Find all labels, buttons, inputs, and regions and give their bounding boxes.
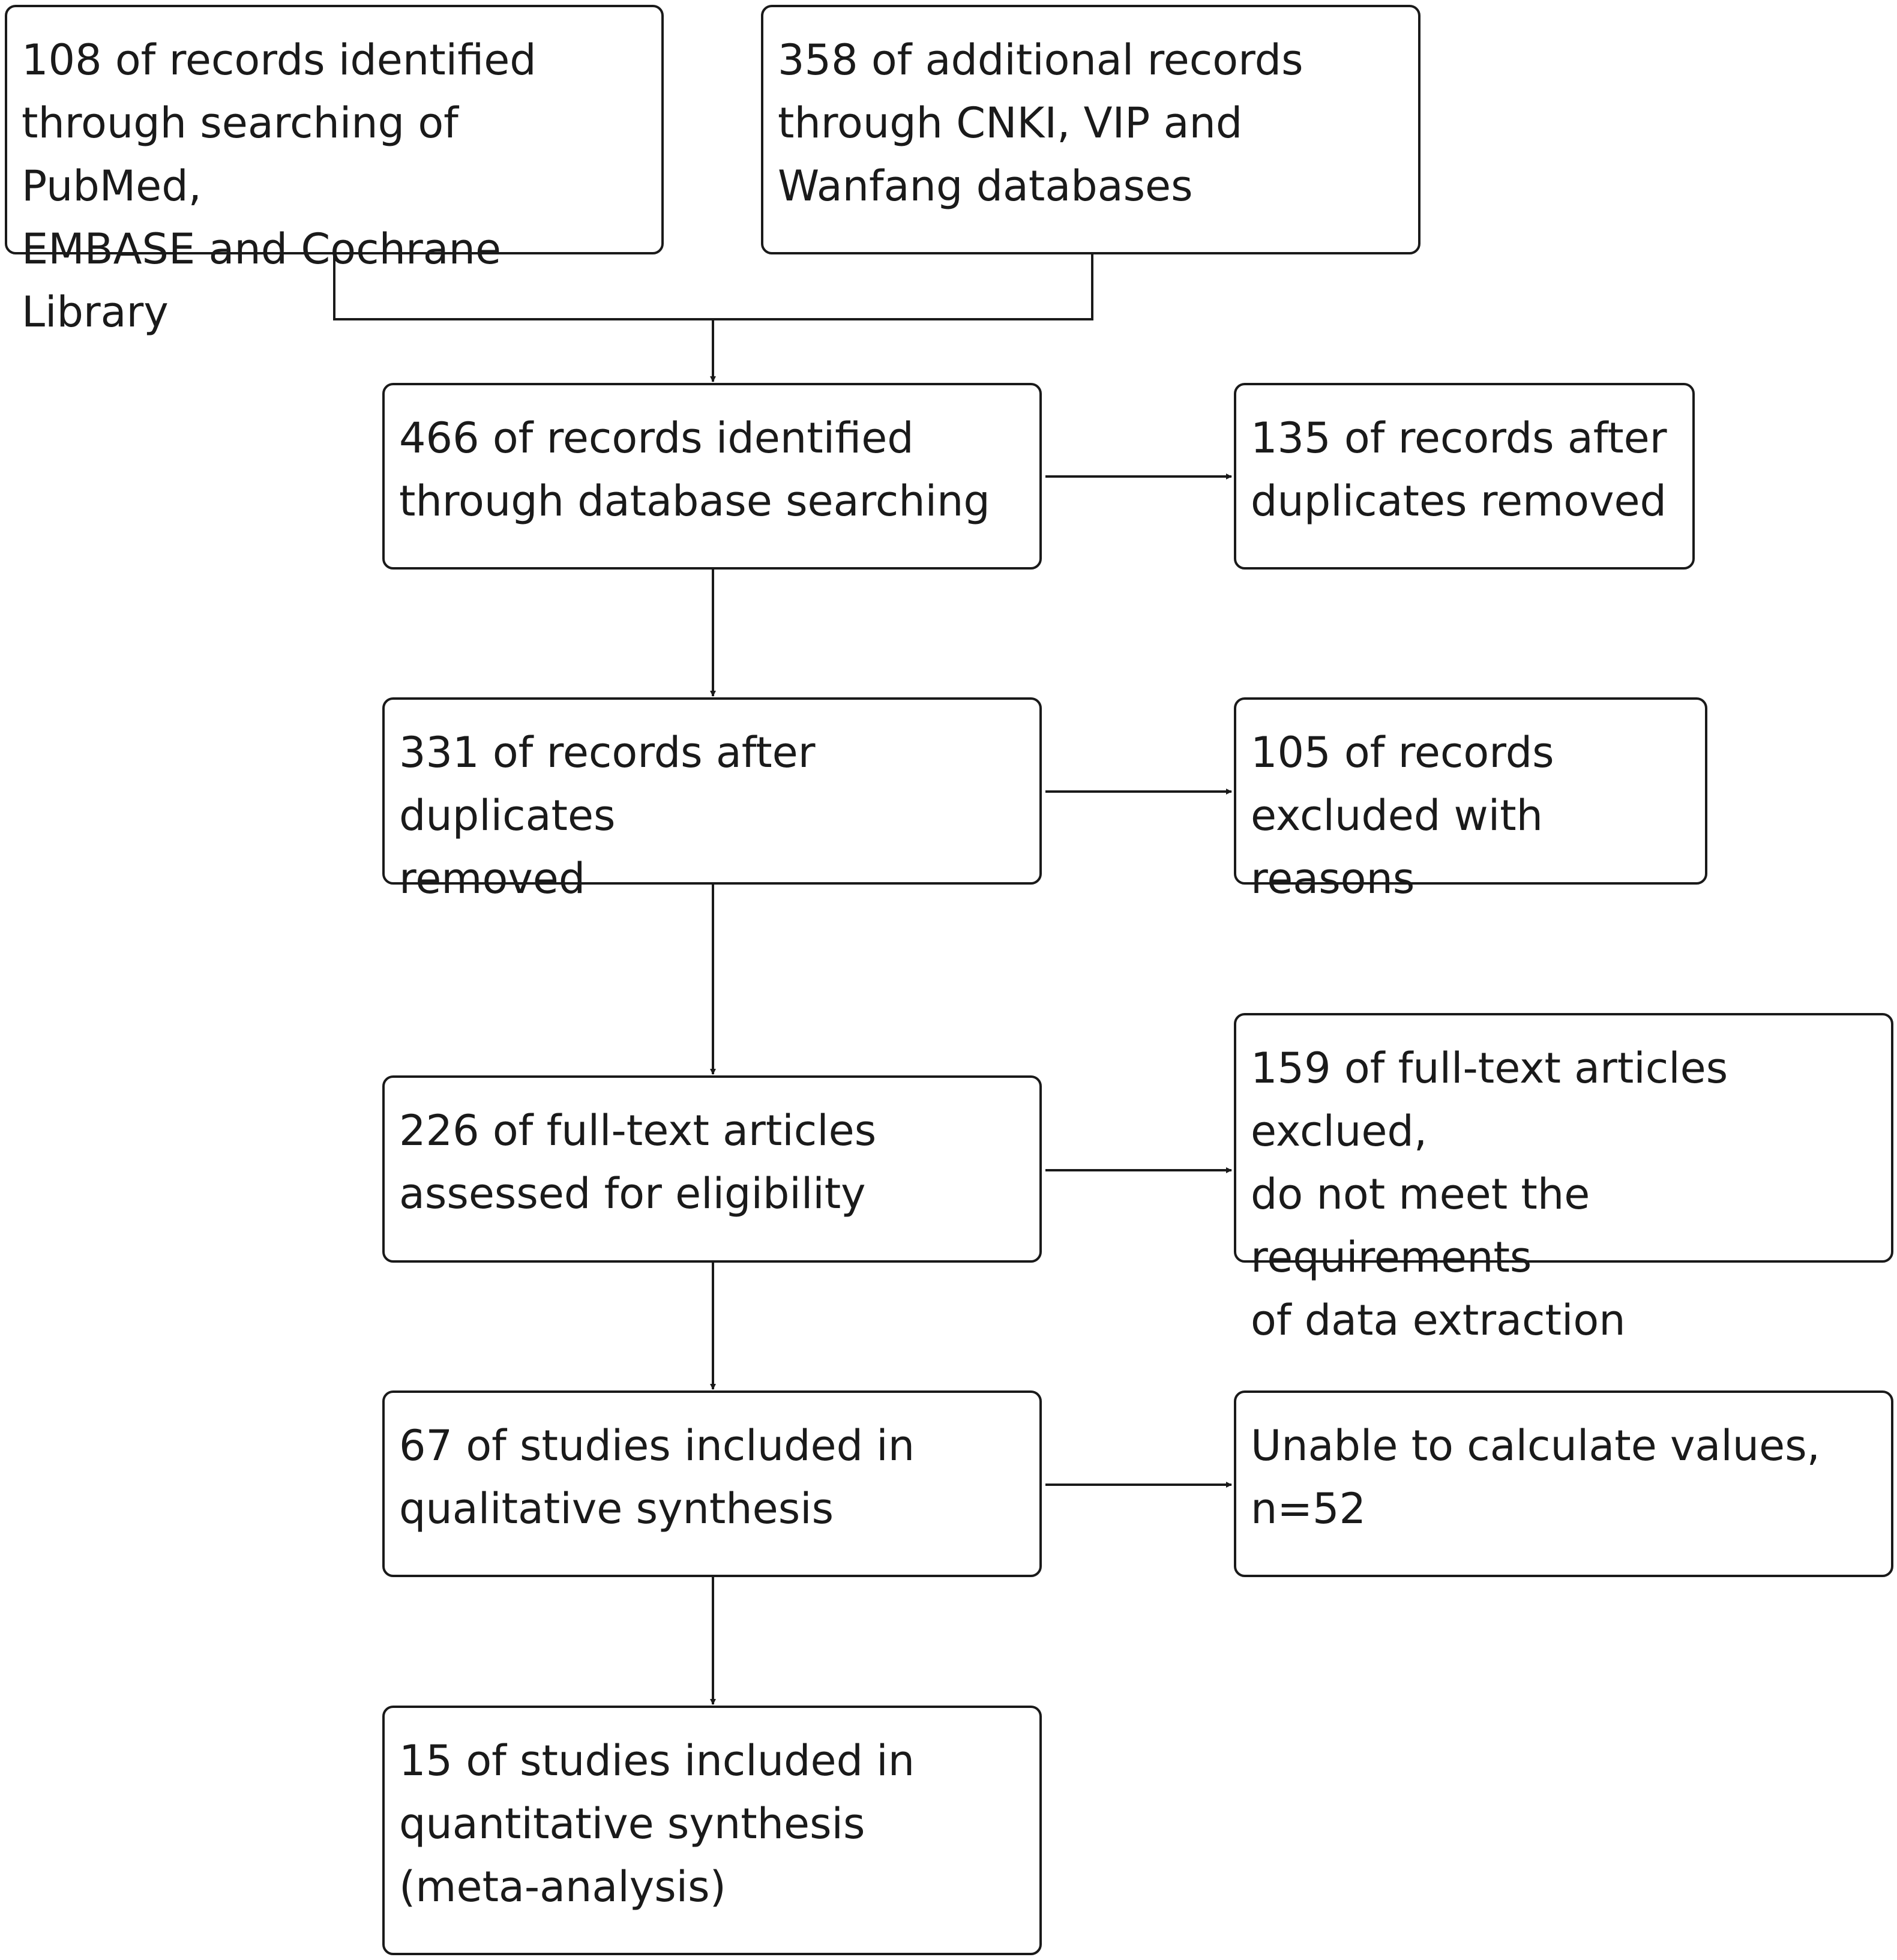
box-quantitative-synthesis-text: 15 of studies included in quantitative s… — [399, 1736, 915, 1911]
box-pubmed-embase-cochrane-text: 108 of records identified through search… — [22, 35, 537, 337]
box-full-text-excluded: 159 of full-text articles exclued, do no… — [1234, 1013, 1893, 1345]
box-full-text-assessed-text: 226 of full-text articles assessed for e… — [399, 1106, 877, 1218]
box-identified-text: 466 of records identified through databa… — [399, 413, 990, 526]
box-pubmed-embase-cochrane: 108 of records identified through search… — [5, 5, 664, 337]
box-quantitative-synthesis: 15 of studies included in quantitative s… — [382, 1706, 1042, 1955]
box-excluded-with-reasons: 105 of records excluded with reasons — [1234, 697, 1707, 903]
box-duplicates-removed-text: 135 of records after duplicates removed — [1251, 413, 1667, 526]
box-cnki-vip-wanfang: 358 of additional records through CNKI, … — [761, 5, 1420, 254]
box-unable-to-calculate: Unable to calculate values, n=52 — [1234, 1390, 1893, 1577]
box-after-duplicates-text: 331 of records after duplicates removed — [399, 728, 816, 903]
box-full-text-excluded-text: 159 of full-text articles exclued, do no… — [1251, 1044, 1728, 1345]
box-qualitative-synthesis: 67 of studies included in qualitative sy… — [382, 1390, 1042, 1577]
box-after-duplicates: 331 of records after duplicates removed — [382, 697, 1042, 903]
box-excluded-with-reasons-text: 105 of records excluded with reasons — [1251, 728, 1554, 903]
box-full-text-assessed: 226 of full-text articles assessed for e… — [382, 1075, 1042, 1263]
box-cnki-vip-wanfang-text: 358 of additional records through CNKI, … — [778, 35, 1303, 211]
box-duplicates-removed: 135 of records after duplicates removed — [1234, 383, 1695, 570]
box-qualitative-synthesis-text: 67 of studies included in qualitative sy… — [399, 1421, 915, 1533]
box-unable-to-calculate-text: Unable to calculate values, n=52 — [1251, 1421, 1820, 1533]
box-identified: 466 of records identified through databa… — [382, 383, 1042, 570]
